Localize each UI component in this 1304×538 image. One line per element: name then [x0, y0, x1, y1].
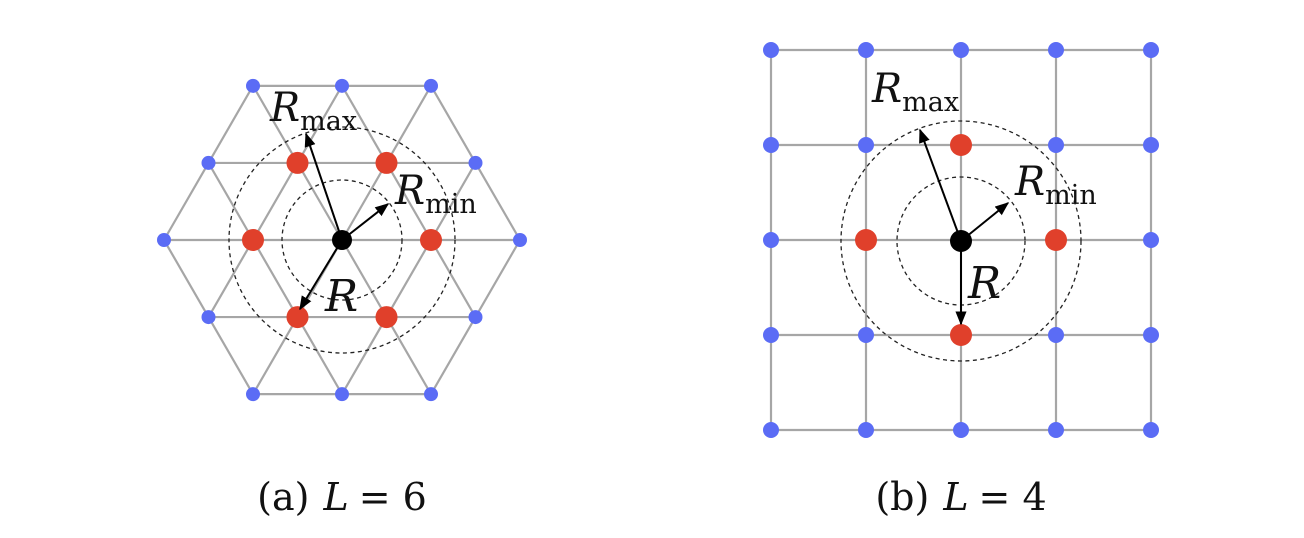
range-circles — [228, 126, 456, 354]
r-arrow — [299, 239, 343, 311]
lattice-edge — [430, 162, 477, 241]
lattice-site — [763, 137, 779, 153]
lattice-site — [763, 327, 779, 343]
lattice-edge — [252, 239, 299, 318]
center-site — [332, 230, 352, 250]
lattice-edge — [296, 316, 343, 395]
lattice-sites — [763, 42, 1159, 438]
neighbor-site — [375, 306, 398, 329]
lattice-edge — [252, 85, 299, 164]
lattice-site — [763, 232, 779, 248]
lattice-edge — [430, 239, 477, 318]
r-min-label: Rmin — [1014, 159, 1097, 211]
r-min-circle — [281, 179, 403, 301]
neighbor-site — [286, 306, 309, 329]
lattice-site — [201, 155, 216, 170]
lattice-edge — [207, 316, 254, 395]
lattice-site — [858, 137, 874, 153]
lattice-site — [858, 42, 874, 58]
lattice-site — [335, 387, 349, 402]
lattice-edges — [163, 84, 521, 396]
lattice-edge — [430, 85, 477, 164]
lattice-edge — [385, 85, 432, 164]
lattice-site — [763, 42, 779, 58]
lattice-site — [1143, 42, 1159, 58]
lattice-site — [1143, 232, 1159, 248]
panel-a-triangular-lattice: Rmax Rmin R (a)L= 6 — [157, 78, 527, 519]
lattice-edge — [296, 162, 343, 241]
lattice-site — [468, 155, 483, 170]
lattice-sites — [157, 78, 527, 402]
r-min-label: Rmin — [394, 168, 477, 220]
lattice-edge — [207, 85, 254, 164]
lattice-edge — [163, 162, 210, 241]
lattice-site — [424, 78, 438, 93]
lattice-edge — [341, 239, 388, 318]
lattice-edge — [163, 239, 210, 318]
lattice-site — [763, 422, 779, 438]
panel-b-square-lattice: Rmax Rmin R (b)L= 4 — [763, 42, 1159, 519]
lattice-edge — [474, 239, 521, 318]
lattice-edge — [341, 85, 388, 164]
lattice-site — [1143, 137, 1159, 153]
r-label: R — [967, 258, 1001, 309]
neighbor-site — [950, 134, 972, 156]
r-max-arrow — [919, 128, 962, 242]
lattice-edge — [474, 162, 521, 241]
lattice-site — [513, 233, 527, 247]
lattice-site — [858, 422, 874, 438]
lattice-site — [953, 422, 969, 438]
neighbor-site — [242, 229, 264, 251]
lattice-edge — [296, 85, 343, 164]
lattice-edge — [385, 239, 432, 318]
lattice-site — [1048, 137, 1064, 153]
r-max-label: Rmax — [871, 66, 959, 118]
neighbor-site — [855, 229, 877, 251]
lattice-site — [246, 78, 260, 93]
lattice-edge — [430, 316, 477, 395]
lattice-edge — [207, 239, 254, 318]
lattice-site — [201, 310, 216, 325]
lattice-site — [424, 387, 438, 402]
lattice-edge — [385, 316, 432, 395]
lattice-site — [1143, 422, 1159, 438]
neighbor-site — [420, 229, 442, 251]
neighbor-site — [950, 324, 972, 346]
center-site — [950, 230, 972, 252]
r-max-arrow — [304, 132, 343, 241]
lattice-edge — [341, 316, 388, 395]
lattice-site — [858, 327, 874, 343]
r-max-label: Rmax — [269, 85, 357, 137]
lattice-edge — [207, 162, 254, 241]
r-max-circle — [840, 120, 1082, 362]
caption-b: (b)L= 4 — [875, 475, 1046, 519]
lattice-site — [335, 78, 349, 93]
lattice-edge — [341, 162, 388, 241]
lattice-site — [246, 387, 260, 402]
lattice-edge — [252, 162, 299, 241]
lattice-edge — [252, 316, 299, 395]
neighbor-site — [375, 151, 398, 174]
lattice-site — [157, 233, 171, 247]
caption-a: (a)L= 6 — [257, 475, 427, 519]
r-max-circle — [228, 126, 456, 354]
lattice-site — [1048, 422, 1064, 438]
neighbor-site — [1045, 229, 1067, 251]
lattice-site — [1143, 327, 1159, 343]
lattice-site — [1048, 327, 1064, 343]
lattice-edge — [385, 162, 432, 241]
lattice-site — [468, 310, 483, 325]
lattice-site — [953, 42, 969, 58]
lattice-site — [1048, 42, 1064, 58]
r-label: R — [324, 271, 358, 322]
neighbor-site — [286, 151, 309, 174]
